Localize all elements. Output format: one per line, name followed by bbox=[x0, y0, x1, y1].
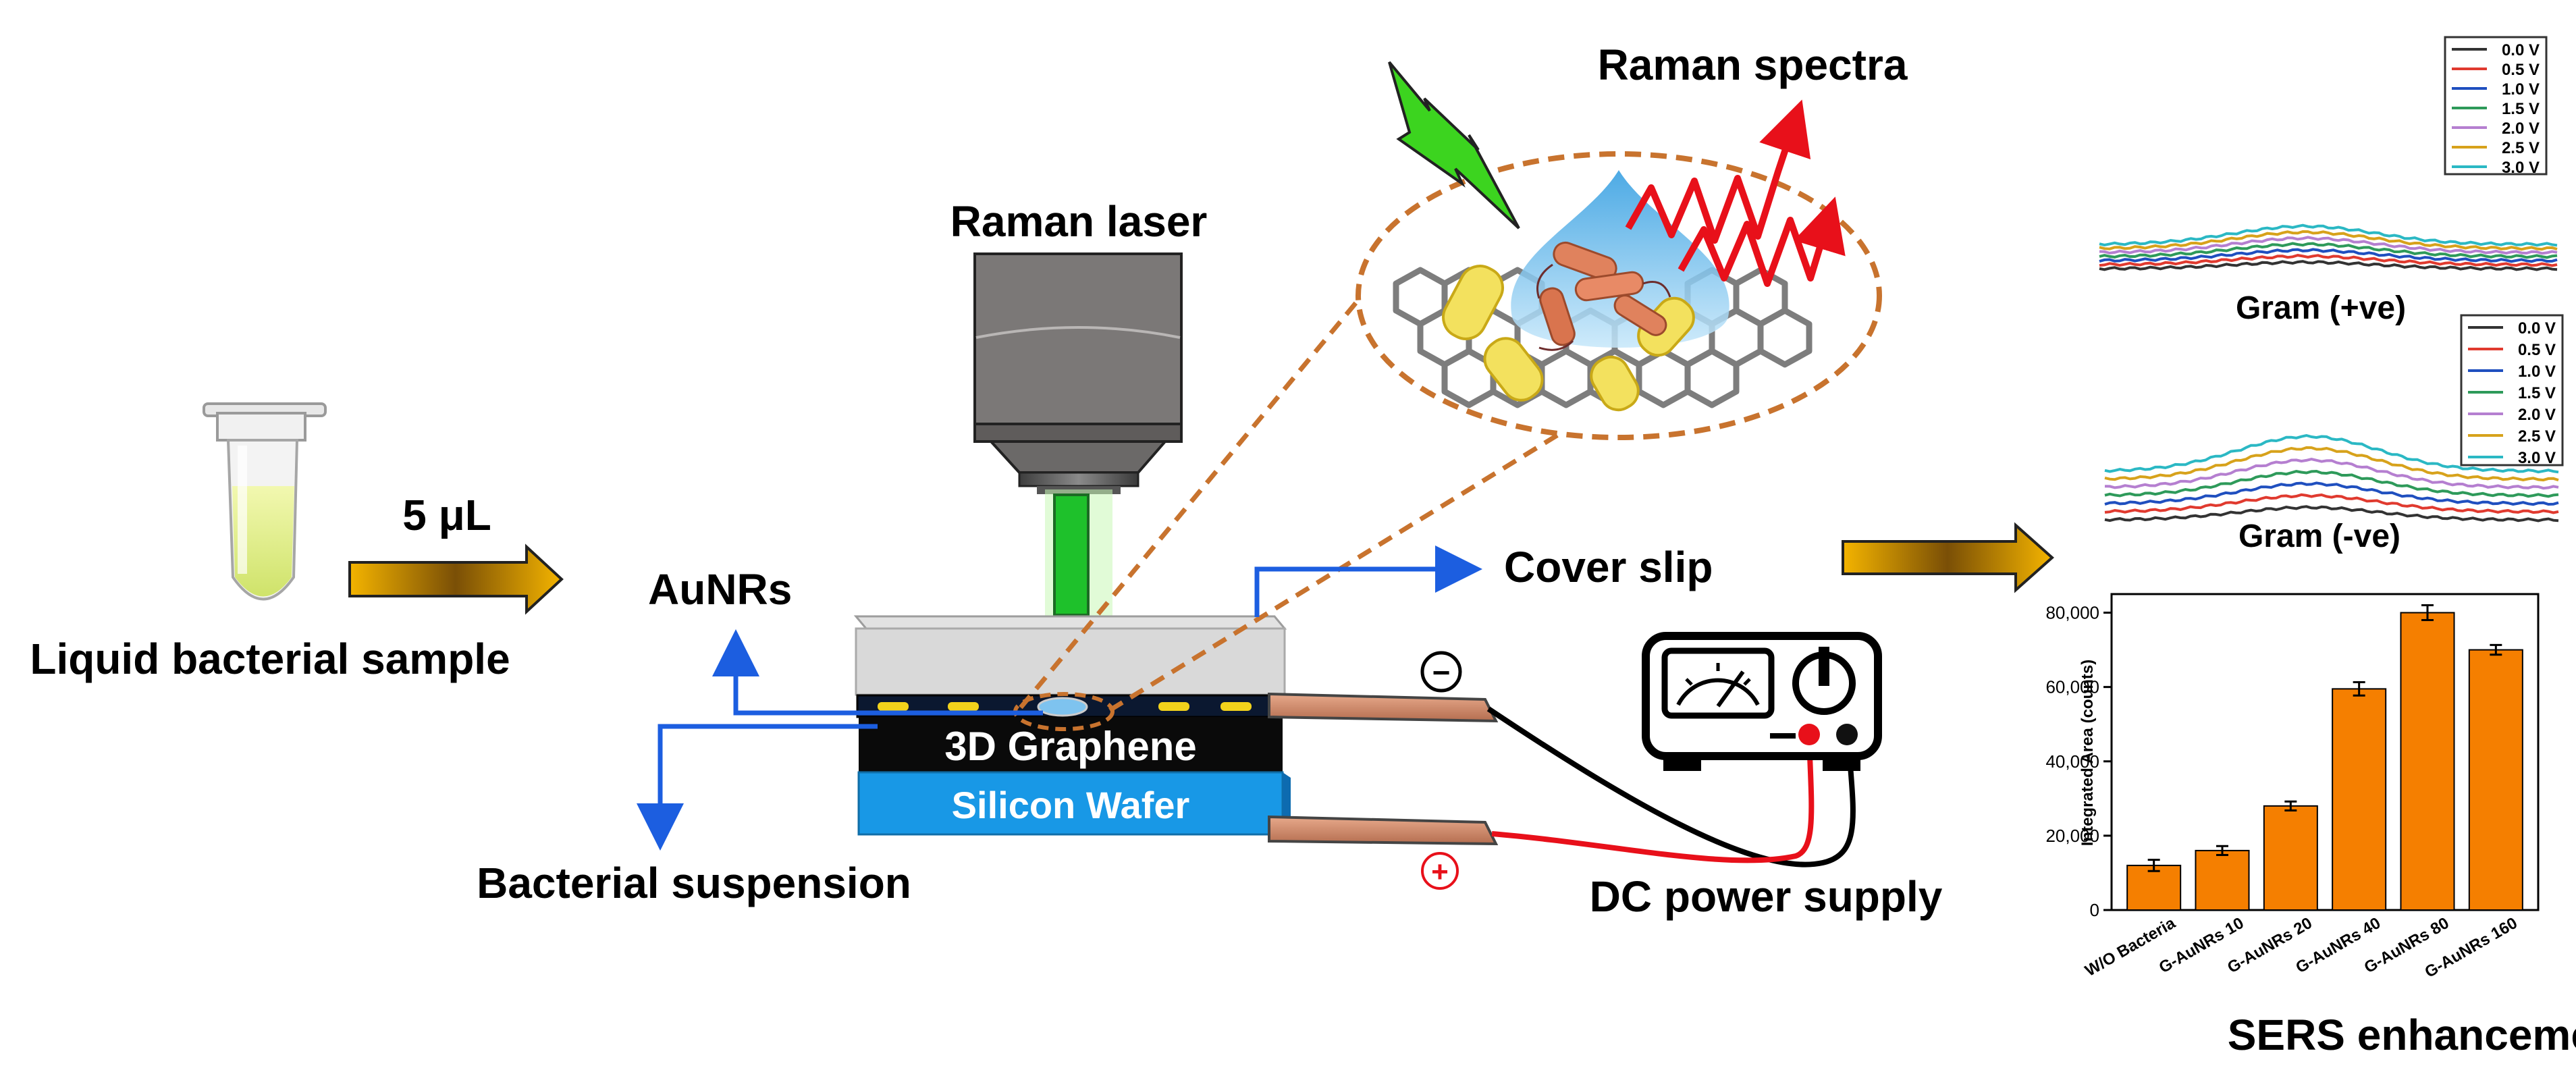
spectrum-curve bbox=[2104, 493, 2559, 514]
scatter-wave-1 bbox=[1625, 99, 1811, 244]
legend-label: 1.0 V bbox=[2518, 363, 2556, 381]
svg-text:+: + bbox=[1431, 855, 1449, 888]
spectrum-curve bbox=[2104, 505, 2559, 523]
spectrum-curve bbox=[2104, 481, 2559, 506]
aunrs-label: AuNRs bbox=[648, 565, 792, 614]
flow-arrow-2 bbox=[1842, 522, 2055, 593]
scatter-wave-2 bbox=[1678, 196, 1846, 287]
positive-terminal: + bbox=[1421, 852, 1459, 890]
legend-label: 2.0 V bbox=[2502, 119, 2540, 138]
spectrum-curve bbox=[2104, 469, 2559, 498]
spectrum-curve bbox=[2104, 433, 2559, 474]
spectrum-curve bbox=[2104, 446, 2559, 482]
plot-frame bbox=[2110, 593, 2540, 911]
legend-label: 3.0 V bbox=[2518, 449, 2556, 467]
spectrum-curve bbox=[2099, 248, 2558, 263]
zoom-line-bottom bbox=[1108, 396, 1619, 712]
legend-label: 0.0 V bbox=[2518, 319, 2556, 338]
legend-label: 0.0 V bbox=[2502, 41, 2540, 59]
bar bbox=[2263, 805, 2318, 911]
gram-positive-label: Gram (+ve) bbox=[2236, 290, 2406, 326]
laser-beam bbox=[1053, 493, 1090, 616]
y-tick-label: 80,000 bbox=[2045, 603, 2099, 623]
legend-label: 2.5 V bbox=[2518, 427, 2556, 446]
legend-label: 1.0 V bbox=[2502, 80, 2540, 99]
bar bbox=[2400, 612, 2455, 911]
legend-label: 2.5 V bbox=[2502, 139, 2540, 157]
legend-label: 3.0 V bbox=[2502, 159, 2540, 177]
spectrum-curve bbox=[2099, 230, 2558, 251]
zoom-line-top bbox=[1019, 241, 1407, 710]
y-tick-label: 40,000 bbox=[2045, 751, 2099, 772]
bar bbox=[2126, 864, 2182, 911]
y-axis-label: Integrated Area (counts) bbox=[2078, 660, 2097, 846]
gram-negative-label: Gram (-ve) bbox=[2238, 518, 2400, 554]
legend-label: 1.5 V bbox=[2502, 100, 2540, 118]
bar bbox=[2332, 688, 2387, 911]
liquid-sample-label: Liquid bacterial sample bbox=[30, 635, 510, 683]
legend-label: 1.5 V bbox=[2518, 384, 2556, 402]
sample-stack: 3D Graphene Silicon Wafer bbox=[853, 615, 1291, 843]
microscope-objective bbox=[973, 252, 1183, 494]
spectrum-curve bbox=[2099, 223, 2558, 247]
electrode-top bbox=[1268, 692, 1499, 723]
cover-slip-label: Cover slip bbox=[1504, 543, 1713, 591]
bar bbox=[2468, 649, 2523, 911]
spectra-gram-positive: 0.0 V 0.5 V1.0 V1.5 V2.0 V2.5 V 3.0 V bbox=[2099, 36, 2558, 271]
y-tick-label: 60,000 bbox=[2045, 677, 2099, 697]
bar bbox=[2195, 849, 2250, 911]
power-supply-icon bbox=[1642, 632, 1882, 771]
zoom-inset bbox=[1356, 61, 1882, 440]
legend-label: 0.5 V bbox=[2502, 61, 2540, 79]
microcentrifuge-tube-icon bbox=[203, 402, 327, 601]
spectrum-curve bbox=[2104, 458, 2559, 490]
bacterial-suspension-label: Bacterial suspension bbox=[477, 859, 911, 907]
cover-slip-arrow bbox=[1254, 545, 1482, 617]
negative-wire bbox=[1486, 706, 1856, 867]
spectrum-curve bbox=[2099, 242, 2558, 259]
positive-wire bbox=[1491, 739, 1815, 863]
laser-bolt-icon bbox=[1388, 61, 1520, 230]
flow-arrow-1 bbox=[348, 543, 564, 615]
y-tick-label: 20,000 bbox=[2045, 826, 2099, 846]
sers-enhancement-label: SERS enhancement bbox=[2228, 1011, 2576, 1059]
electrode-bottom bbox=[1268, 815, 1499, 846]
raman-laser-label: Raman laser bbox=[950, 197, 1208, 246]
spectrum-curve bbox=[2099, 254, 2558, 267]
silicon-wafer-label: Silicon Wafer bbox=[952, 784, 1190, 826]
spectrum-curve bbox=[2099, 236, 2558, 255]
svg-text:−: − bbox=[1432, 655, 1451, 690]
curves-gram-positive bbox=[2099, 223, 2558, 271]
legend-gram-positive: 0.0 V 0.5 V1.0 V1.5 V2.0 V2.5 V 3.0 V bbox=[2452, 41, 2540, 177]
raman-spectra-label: Raman spectra bbox=[1598, 41, 1908, 89]
spectrum-curve bbox=[2099, 260, 2558, 271]
legend-label: 2.0 V bbox=[2518, 406, 2556, 424]
dc-power-label: DC power supply bbox=[1590, 872, 1943, 921]
curves-gram-negative bbox=[2104, 433, 2559, 523]
spectra-gram-negative: 0.0 V 0.5 V 1.0 V 1.5 V 2.0 V 2.5 V 3.0 V bbox=[2104, 314, 2564, 523]
y-tick-label: 0 bbox=[2090, 900, 2099, 920]
bacterial-suspension-arrow bbox=[637, 724, 878, 851]
legend-label: 0.5 V bbox=[2518, 341, 2556, 359]
negative-terminal: − bbox=[1420, 651, 1462, 693]
legend-gram-negative: 0.0 V 0.5 V 1.0 V 1.5 V 2.0 V 2.5 V 3.0 V bbox=[2468, 319, 2556, 467]
graphene-layer-label: 3D Graphene bbox=[944, 724, 1196, 769]
aunrs-arrow bbox=[712, 629, 1043, 716]
volume-label: 5 μL bbox=[402, 491, 491, 539]
